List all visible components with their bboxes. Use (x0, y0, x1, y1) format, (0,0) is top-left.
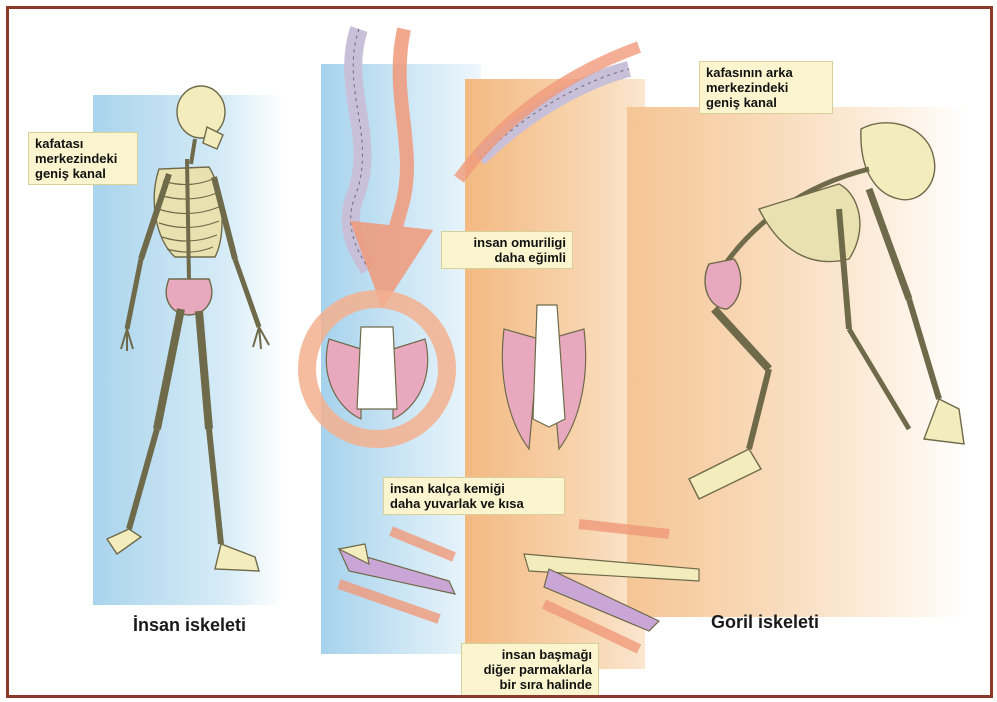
label-gorilla-skull-canal: kafasının arka merkezindeki geniş kanal (699, 61, 833, 114)
diagram-frame: kafatası merkezindeki geniş kanal kafası… (6, 6, 993, 698)
gorilla-foot-detail (524, 554, 699, 631)
human-pelvis-detail (326, 327, 427, 419)
human-femur-right (199, 311, 209, 429)
human-skull (177, 86, 225, 138)
human-foot-left (107, 529, 141, 554)
foot-arrows (339, 524, 669, 649)
gorilla-skeleton (689, 123, 964, 499)
skeleton-illustration (9, 9, 990, 695)
human-hand-right (253, 327, 269, 349)
human-foot-right (215, 544, 259, 571)
human-neck (191, 139, 195, 164)
gorilla-back-foot (689, 449, 761, 499)
gorilla-hand (924, 399, 964, 444)
gorilla-leg-back (714, 309, 769, 369)
human-pelvis (166, 279, 212, 315)
human-jaw (203, 127, 223, 149)
label-human-skull-canal: kafatası merkezindeki geniş kanal (28, 132, 138, 185)
label-human-big-toe: insan başmağı diğer parmaklarla bir sıra… (461, 643, 599, 696)
label-human-spine: insan omuriligi daha eğimli (441, 231, 573, 269)
gorilla-arm-front (869, 189, 909, 299)
spine-curve-arrow (387, 29, 407, 267)
human-spine-detail (351, 29, 369, 269)
gorilla-pelvis (705, 259, 741, 309)
human-femur-left (157, 309, 181, 429)
human-spine (187, 159, 189, 281)
label-human-hip: insan kalça kemiği daha yuvarlak ve kısa (383, 477, 565, 515)
human-hand-left (121, 329, 133, 351)
caption-gorilla-skeleton: Goril iskeleti (711, 612, 819, 633)
caption-human-skeleton: İnsan iskeleti (133, 615, 246, 636)
gorilla-pelvis-detail (502, 305, 585, 449)
